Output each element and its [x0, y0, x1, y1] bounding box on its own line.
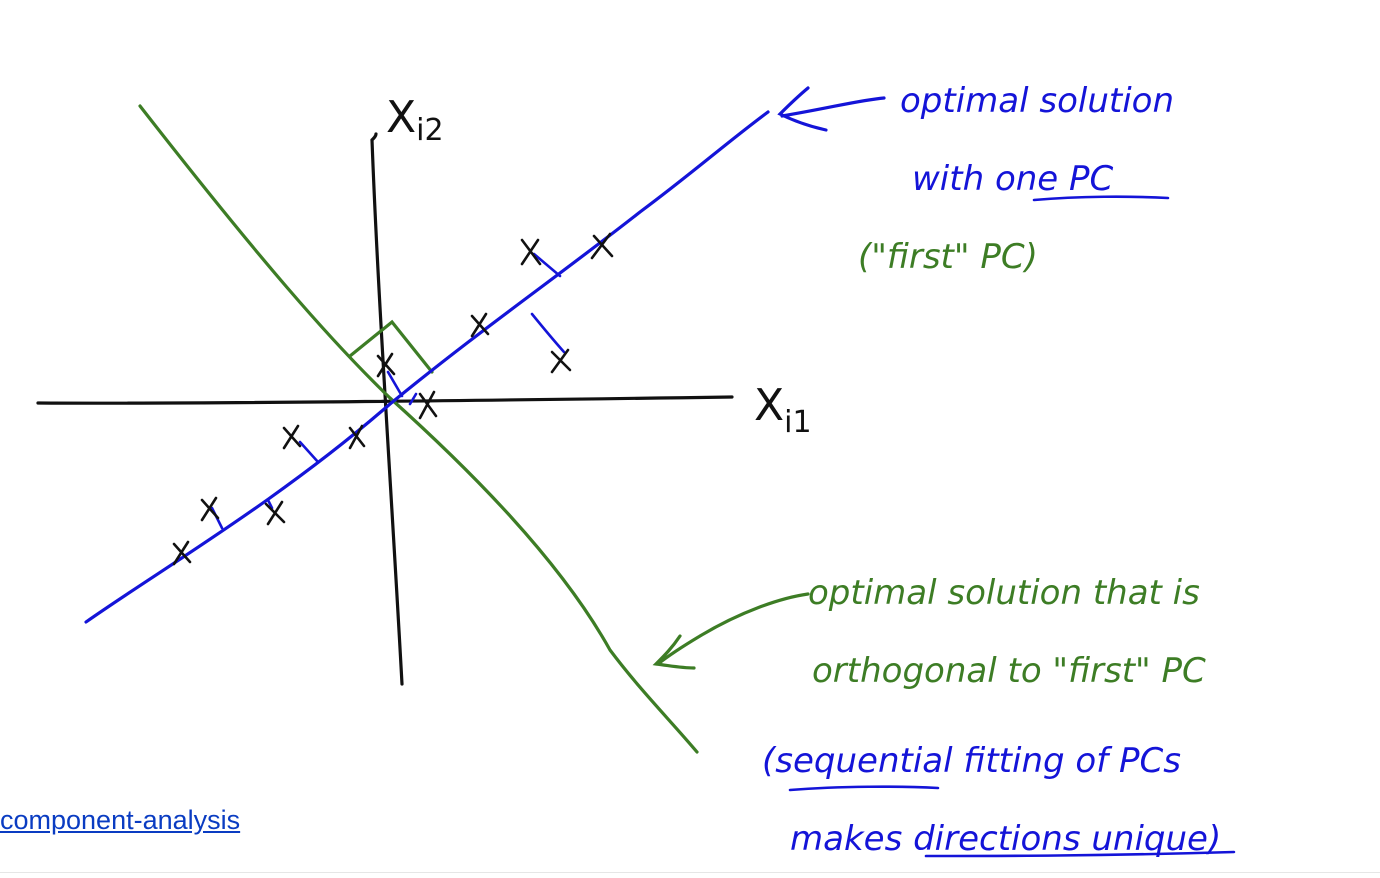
pc1-note-line3: ("first" PC) — [858, 237, 1038, 277]
pc1-note-underline — [1032, 195, 1170, 202]
data-point-mark — [470, 312, 490, 338]
projection-segment — [530, 312, 566, 354]
data-point-mark — [200, 496, 220, 522]
pc2-callout-arrow — [652, 592, 810, 670]
pc2-note-line4: makes directions unique) — [790, 819, 1221, 859]
pc2-direction-line — [138, 104, 699, 754]
data-point-mark — [172, 540, 192, 566]
projection-segment — [266, 498, 274, 510]
bottom-divider — [0, 872, 1380, 873]
x-axis-label: Xi1 — [754, 380, 812, 440]
y-axis-label: Xi2 — [386, 92, 444, 148]
data-point-mark — [550, 348, 572, 374]
pc2-note-underline-directions — [924, 850, 1236, 858]
y-axis-line — [370, 132, 404, 686]
data-point-mark — [418, 390, 438, 420]
data-point-mark — [282, 424, 302, 450]
data-point-mark — [264, 500, 286, 526]
pc1-note-line1: optimal solution — [900, 81, 1174, 121]
data-point-mark — [590, 232, 614, 260]
reference-link[interactable]: component-analysis — [0, 805, 241, 835]
x-axis-line — [36, 395, 734, 405]
data-point-mark — [348, 424, 366, 450]
pc1-note-line2: with one PC — [912, 159, 1114, 199]
projection-segments — [210, 252, 566, 530]
data-point-mark — [376, 352, 396, 378]
right-angle-marker — [348, 319, 434, 374]
pc2-note-line3: (sequential fitting of PCs — [762, 741, 1181, 781]
pc2-note-underline-sequential — [788, 785, 940, 792]
projection-segment — [408, 392, 418, 406]
pc2-note-line2: orthogonal to "first" PC — [812, 651, 1206, 691]
pc2-note-line1: optimal solution that is — [808, 573, 1200, 613]
projection-segment — [298, 440, 320, 464]
pc1-direction-line — [84, 110, 770, 624]
pc1-callout-arrow — [777, 86, 886, 132]
data-point-mark — [520, 238, 542, 266]
projection-segment — [386, 370, 404, 398]
data-points — [172, 232, 614, 566]
pc1-annotation: optimal solution with one PC ("first" PC… — [858, 81, 1174, 277]
pc2-annotation: optimal solution that is orthogonal to "… — [762, 573, 1236, 859]
projection-segment — [532, 252, 562, 278]
